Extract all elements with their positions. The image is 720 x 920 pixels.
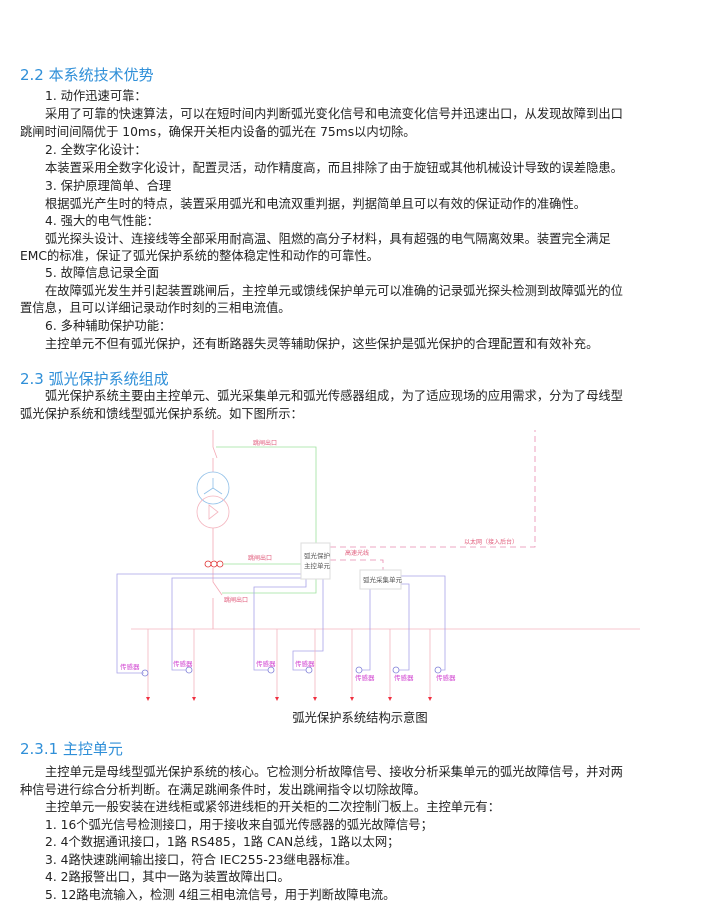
section-2-3-1-heading: 2.3.1 主控单元 — [20, 740, 123, 758]
para-line: 置信息，且可以详细记录动作时刻的三相电流值。 — [20, 301, 291, 315]
ethernet-label: 以太网（接入后台） — [464, 538, 518, 546]
incoming-line — [212, 430, 218, 472]
para-line: 5. 故障信息记录全面 — [45, 266, 160, 280]
sensor-label: 传感器 — [256, 659, 276, 668]
para-line: 弧光保护系统和馈线型弧光保护系统。如下图所示： — [20, 407, 303, 421]
sensor-label: 传感器 — [120, 662, 140, 671]
section-2-2-heading: 2.2 本系统技术优势 — [20, 66, 154, 84]
para-line: 本装置采用全数字化设计，配置灵活，动作精度高，而且排除了由于旋钮或其他机械设计导… — [45, 161, 623, 175]
transformer-winding-icon — [196, 495, 230, 529]
transformer-winding-icon — [196, 471, 230, 505]
para-line: 主控单元不但有弧光保护，还有断路器失灵等辅助保护，这些保护是弧光保护的合理配置和… — [45, 337, 599, 351]
para-line: 4. 强大的电气性能： — [45, 214, 160, 228]
main-unit-label: 主控单元 — [304, 561, 331, 570]
para-line: 4. 2路报警出口，其中一路为装置故障出口。 — [45, 870, 290, 884]
trip-label: 跳闸出口 — [253, 439, 277, 447]
main-unit-label: 弧光保护 — [304, 551, 330, 560]
feeder-arrow-icon — [146, 697, 432, 701]
sensor-label: 传感器 — [436, 673, 456, 682]
para-line: 根据弧光产生时的特点，装置采用弧光和电流双重判据，判据简单且可以有效的保证动作的… — [45, 197, 587, 211]
sensor-icon — [141, 666, 442, 677]
para-line: 1. 16个弧光信号检测接口，用于接收来自弧光传感器的弧光故障信号； — [45, 818, 433, 832]
para-line: 2. 全数字化设计： — [45, 143, 147, 157]
ethernet-line — [330, 430, 536, 548]
para-line: 在故障弧光发生并引起装置跳闸后，主控单元或馈线保护单元可以准确的记录弧光探头检测… — [45, 284, 623, 298]
para-line: 主控单元一般安装在进线柜或紧邻进线柜的开关柜的二次控制门板上。主控单元有： — [45, 800, 500, 814]
para-line: 5. 12路电流输入，检测 4组三相电流信号，用于判断故障电流。 — [45, 888, 396, 902]
main-control-unit-box — [300, 542, 331, 580]
section-2-3-heading: 2.3 弧光保护系统组成 — [20, 370, 169, 388]
fiber-label: 高速光线 — [345, 549, 369, 557]
para-line: 弧光探头设计、连接线等全部采用耐高温、阻燃的高分子材料，具有超强的电气隔离效果。… — [45, 232, 611, 246]
para-line: 1. 动作迅速可靠： — [45, 89, 147, 103]
fiber-line — [330, 559, 384, 570]
arc-collector-unit-box — [359, 569, 402, 590]
para-line: 3. 保护原理简单、合理 — [45, 179, 172, 193]
para-line: EMC的标准，保证了弧光保护系统的整体稳定性和动作的可靠性。 — [20, 249, 379, 263]
para-line: 跳闸时间间隔优于 10ms，确保开关柜内设备的弧光在 75ms以内切除。 — [20, 125, 416, 139]
collector-unit-label: 弧光采集单元 — [363, 575, 403, 584]
trip-output-lines — [216, 446, 317, 594]
current-transformer-icon — [204, 560, 224, 568]
sensor-label: 传感器 — [295, 659, 315, 668]
para-line: 弧光保护系统主要由主控单元、弧光采集单元和弧光传感器组成，为了适应现场的应用需求… — [45, 389, 623, 403]
trip-label: 跳闸出口 — [224, 596, 248, 604]
para-line: 种信号进行综合分析判断。在满足跳闸条件时，发出跳闸指令以切除故障。 — [20, 783, 426, 797]
para-line: 2. 4个数据通讯接口，1路 RS485，1路 CAN总线，1路以太网； — [45, 835, 400, 849]
para-line: 采用了可靠的快速算法，可以在短时间内判断弧光变化信号和电流变化信号并迅速出口，从… — [45, 107, 623, 121]
sensor-label: 传感器 — [394, 673, 414, 682]
para-line: 3. 4路快速跳闸输出接口，符合 IEC255-23继电器标准。 — [45, 853, 358, 867]
sensor-label: 传感器 — [173, 659, 193, 668]
sensor-label: 传感器 — [355, 673, 375, 682]
sensor-wiring — [116, 573, 446, 674]
trip-label: 跳闸出口 — [248, 554, 272, 562]
diagram-caption: 弧光保护系统结构示意图 — [292, 711, 428, 725]
para-line: 主控单元是母线型弧光保护系统的核心。它检测分析故障信号、接收分析采集单元的弧光故… — [45, 765, 623, 779]
para-line: 6. 多种辅助保护功能： — [45, 319, 172, 333]
